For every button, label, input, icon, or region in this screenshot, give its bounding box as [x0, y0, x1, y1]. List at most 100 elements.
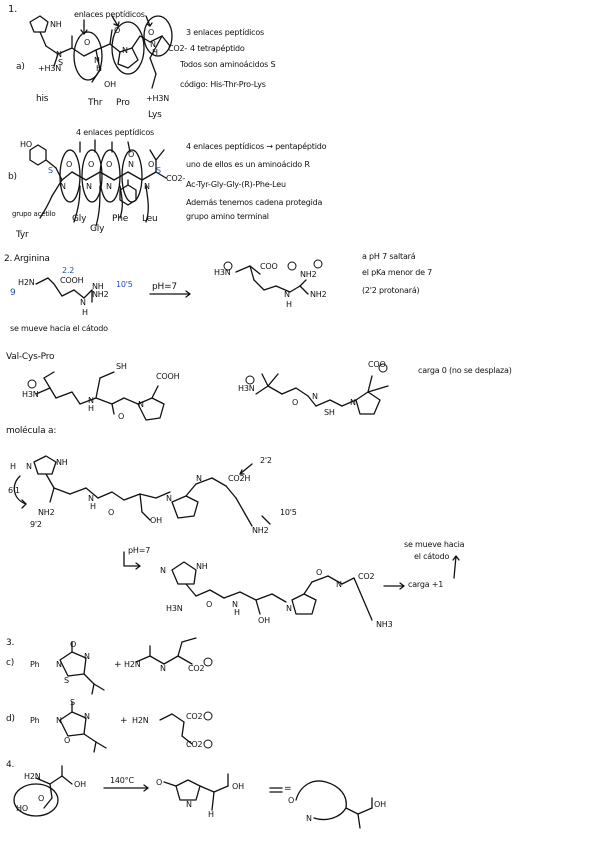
atom-b-n1: N — [60, 182, 66, 191]
pka-9-2: 9'2 — [30, 520, 42, 529]
pka-2-2b: 2'2 — [260, 456, 272, 465]
val-cys-pro-structures — [27, 363, 389, 421]
ma-nh2b: NH2 — [252, 526, 269, 535]
s3d-co2b: CO2 — [186, 740, 203, 749]
s4p2-o: O — [288, 796, 295, 805]
arrow-note-1: se mueve hacia — [404, 540, 465, 549]
s4p-h: H — [208, 810, 214, 819]
ma-h: H — [10, 462, 16, 471]
ma-nh: NH — [56, 458, 68, 467]
section4-number: 4. — [6, 760, 15, 770]
s3c-n: N — [56, 660, 62, 669]
atom-nh: NH — [50, 20, 62, 29]
note-1a-2: 4 tetrapéptido — [190, 44, 245, 53]
mai-o2: O — [316, 568, 323, 577]
s3c-ph: Ph — [30, 660, 40, 669]
mai-oh: OH — [258, 616, 270, 625]
molecule-a-structure — [13, 455, 460, 621]
arg-nh2: NH2 — [92, 290, 109, 299]
residue-pro: Pro — [116, 98, 130, 108]
atom-co2: CO2- — [168, 44, 188, 53]
vcp-r-n2: N — [350, 398, 356, 407]
s3c-co2: CO2 — [188, 664, 205, 673]
s3c-h2n: H2N — [124, 660, 141, 669]
section1a-arrow-label: enlaces peptídicos — [74, 10, 145, 19]
section3-structures — [59, 637, 213, 753]
arg-h2n: H2N — [18, 278, 35, 287]
dipeptide-title: Val-Cys-Pro — [6, 352, 55, 362]
s4p2-oh: OH — [374, 800, 386, 809]
arg-r-nh2: NH2 — [300, 270, 317, 279]
note-2-2: el pKa menor de 7 — [362, 268, 433, 277]
vcp-n2: N — [138, 400, 144, 409]
ma-o: O — [108, 508, 115, 517]
residue-gly2: Gly — [90, 224, 105, 234]
atom-h3n: +H3N — [38, 64, 61, 73]
section4-structures — [13, 765, 373, 829]
s3d-n: N — [56, 716, 62, 725]
section2-title: Arginina — [14, 254, 50, 264]
ma-nh2: NH2 — [38, 508, 55, 517]
vcp-h3n: H3N — [22, 390, 39, 399]
s3d-ph: Ph — [30, 716, 40, 725]
s4-o: O — [38, 794, 45, 803]
arg-r-coo: COO — [260, 262, 278, 271]
note-1a-1: 3 enlaces peptídicos — [186, 28, 264, 37]
pka-10-5b: 10'5 — [280, 508, 297, 517]
arrow-note-2: el cátodo — [414, 552, 450, 561]
atom-b-n5: N — [144, 182, 150, 191]
vcp-r-sh: SH — [324, 408, 335, 417]
note-1a-4: código: His-Thr-Pro-Lys — [180, 80, 266, 89]
carga-note: carga 0 (no se desplaza) — [418, 366, 512, 375]
section1a-label: a) — [16, 62, 25, 72]
atom-n: N — [56, 50, 62, 59]
molecule-a-title: molécula a: — [6, 426, 57, 436]
vcp-o: O — [118, 412, 125, 421]
note-2-cathode: se mueve hacia el cátodo — [10, 324, 108, 333]
residue-phe: Phe — [112, 214, 129, 224]
ma-n2: N — [88, 494, 94, 503]
config-mark-s2: S — [156, 166, 161, 175]
arg-cooh: COOH — [60, 276, 84, 285]
mai-n4: N — [336, 580, 342, 589]
peptide-b-structure — [29, 139, 167, 227]
peptide-a-structure — [29, 15, 173, 89]
vcp-r-h3n: H3N — [238, 384, 255, 393]
atom-b-n4: N — [128, 160, 134, 169]
atom-n3: N — [122, 46, 128, 55]
s4-equals: = — [284, 784, 292, 794]
atom-b-n3: N — [106, 182, 112, 191]
arg-r-n: N — [284, 290, 290, 299]
atom-o: O — [84, 38, 91, 47]
s3c-n3: N — [160, 664, 166, 673]
section3c-label: c) — [6, 658, 15, 668]
s3d-plus: + — [120, 716, 128, 726]
s4p2-n: N — [306, 814, 312, 823]
ph-label: pH=7 — [152, 282, 177, 292]
atom-b-o1: O — [66, 160, 73, 169]
residue-lys: Lys — [148, 110, 162, 120]
ma-co2h: CO2H — [228, 474, 251, 483]
arg-nh: NH — [92, 282, 104, 291]
mai-n3: N — [286, 604, 292, 613]
arg-n: N — [80, 298, 86, 307]
pka-9: 9 — [10, 288, 16, 298]
s3c-s: S — [64, 676, 69, 685]
arg-r-h3n: H3N — [214, 268, 231, 277]
section3-number: 3. — [6, 638, 15, 648]
residue-gly1: Gly — [72, 214, 87, 224]
s3c-plus: + — [114, 660, 122, 670]
atom-n4: N — [150, 40, 156, 49]
section1-number: 1. — [8, 4, 18, 15]
atom-h2: H — [152, 48, 158, 57]
residue-thr: Thr — [88, 98, 103, 108]
residue-acetyl: grupo acetilo — [12, 210, 56, 218]
s3d-o: O — [64, 736, 71, 745]
ma-h2: H — [90, 502, 96, 511]
atom-b-o5: O — [148, 160, 155, 169]
vcp-n1: N — [88, 396, 94, 405]
vcp-r-coo: COO — [368, 360, 386, 369]
s4-oh: OH — [74, 780, 86, 789]
arg-r-h: H — [286, 300, 292, 309]
